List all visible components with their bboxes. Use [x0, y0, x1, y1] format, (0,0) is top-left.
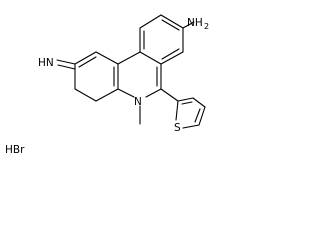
bond: [117, 51, 141, 65]
bond: [139, 14, 162, 29]
chemical-structure-diagram: NH 2 HN N S HBr: [5, 14, 209, 156]
bond: [74, 88, 97, 102]
bond: [160, 88, 179, 102]
bond-lines: [56, 14, 206, 129]
amine-label: NH: [187, 17, 203, 29]
double-bond-inner: [194, 108, 201, 123]
bond: [95, 88, 119, 102]
bond: [139, 51, 162, 65]
bond: [95, 51, 119, 65]
bond: [182, 21, 195, 29]
bond: [177, 97, 194, 102]
double-bond-inner: [161, 48, 180, 60]
double-bond-inner: [161, 19, 180, 31]
salt-label: HBr: [5, 144, 25, 156]
imine-label: HN: [38, 57, 54, 69]
bond: [198, 106, 206, 126]
bond: [160, 51, 184, 65]
bond: [145, 88, 162, 98]
amine-subscript: 2: [204, 22, 209, 31]
thiophene-sulfur-label: S: [174, 122, 181, 134]
ring-nitrogen-label: N: [134, 96, 142, 108]
bond: [182, 124, 200, 129]
double-bond-inner: [57, 64, 76, 70]
bond: [117, 88, 135, 98]
double-bond-inner: [78, 56, 97, 68]
bond: [160, 14, 184, 29]
atom-labels: NH 2 HN N S: [38, 17, 209, 134]
bond: [56, 59, 76, 65]
bond: [74, 51, 97, 65]
bond: [175, 100, 179, 121]
double-bond-inner: [181, 101, 193, 105]
bond: [192, 97, 206, 108]
